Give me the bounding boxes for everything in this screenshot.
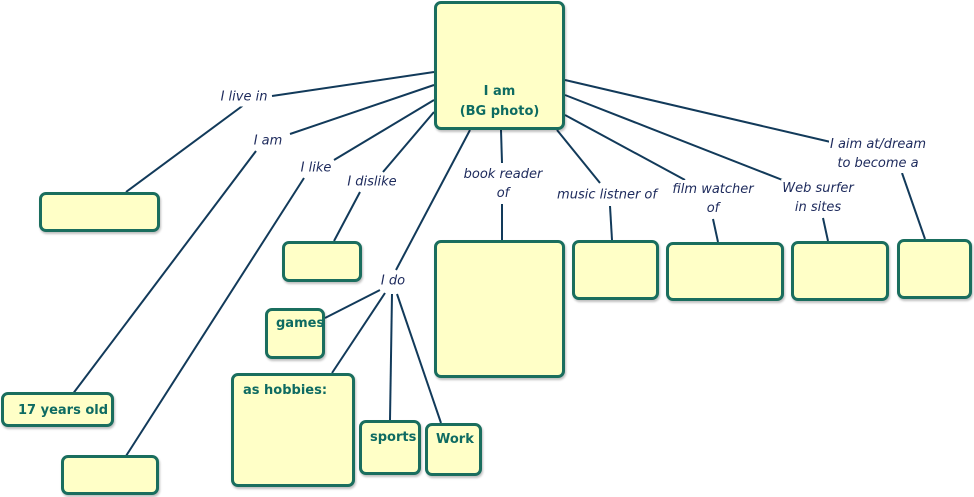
hobbies-node[interactable]: as hobbies:: [231, 373, 355, 487]
sports-node[interactable]: sports: [359, 420, 421, 475]
connector-i-am: [71, 150, 257, 396]
link-label-live-in: I live in: [219, 87, 269, 107]
connector-web: [822, 217, 829, 242]
games-node-text: games: [276, 316, 325, 331]
dislike-node[interactable]: [282, 241, 362, 282]
connector-book-reader: [500, 129, 503, 164]
link-label-film-watcher: film watcher of: [671, 180, 755, 218]
connector-film: [564, 114, 686, 181]
link-label-i-dislike: I dislike: [346, 172, 398, 192]
link-label-i-do: I do: [379, 271, 407, 291]
connector-i-do-sports: [389, 293, 393, 421]
connector-i-do: [395, 129, 471, 271]
connector-music: [556, 129, 601, 184]
center-node-label: I am (BG photo): [459, 84, 540, 119]
center-node[interactable]: I am (BG photo): [434, 1, 565, 130]
aim-node[interactable]: [897, 239, 972, 299]
connector-i-do-hobbies: [331, 292, 386, 374]
connector-i-do-games: [324, 289, 381, 319]
connector-web: [564, 94, 786, 182]
film-node[interactable]: [666, 242, 784, 301]
link-label-i-like: I like: [299, 158, 333, 178]
hobbies-node-text: as hobbies:: [243, 383, 328, 398]
link-label-aim-dream: I aim at/dream to become a: [828, 135, 928, 173]
link-label-book-reader: book reader of: [462, 165, 544, 203]
games-node[interactable]: games: [265, 308, 325, 359]
age-node[interactable]: 17 years old: [1, 392, 114, 427]
like-node[interactable]: [61, 455, 159, 495]
book-node[interactable]: [434, 240, 565, 378]
connector-i-like: [333, 99, 435, 161]
link-label-music-listner: music listner of: [556, 185, 658, 205]
link-label-web-surfer: Web surfer in sites: [781, 179, 855, 217]
sports-node-text: sports: [370, 430, 417, 445]
live-in-node[interactable]: [39, 192, 160, 232]
music-node[interactable]: [572, 240, 659, 300]
connector-i-dislike: [333, 191, 361, 242]
work-node-text: Work: [436, 432, 474, 447]
connector-aim: [901, 172, 926, 240]
connector-aim: [564, 79, 836, 144]
web-node[interactable]: [791, 241, 889, 301]
connector-i-do-work: [396, 293, 442, 424]
work-node[interactable]: Work: [425, 423, 482, 476]
connector-live-in: [271, 71, 435, 97]
link-label-i-am: I am: [252, 131, 284, 151]
connector-live-in: [125, 103, 246, 193]
connector-film: [712, 218, 719, 243]
age-node-text: 17 years old: [18, 403, 109, 418]
connector-music: [609, 205, 613, 241]
connector-i-like: [125, 177, 305, 457]
connector-i-am: [289, 84, 435, 135]
connector-i-dislike: [382, 111, 435, 173]
